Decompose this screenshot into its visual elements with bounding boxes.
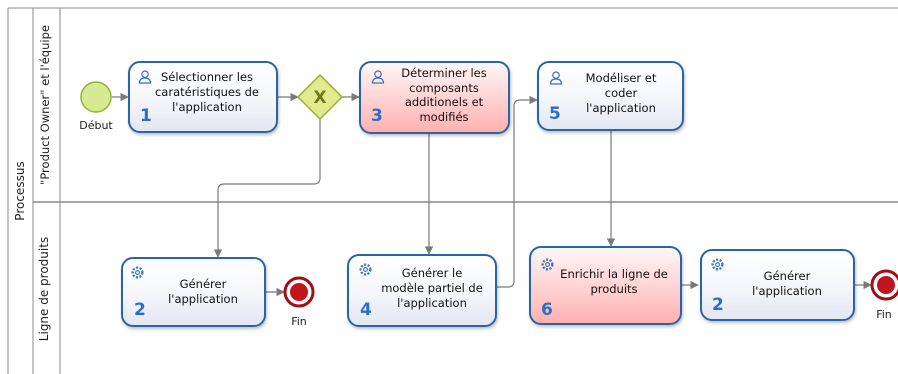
- task-number: 2: [712, 295, 724, 315]
- task-number: 2: [134, 300, 146, 320]
- task-generate-partial-model[interactable]: Générer le modèle partiel de l'applicati…: [347, 254, 497, 327]
- task-model-and-code[interactable]: Modéliser et coder l'application 5: [537, 61, 684, 131]
- task-enrich-product-line[interactable]: Enrichir la ligne de produits 6: [529, 246, 682, 325]
- task-label: Générer l'application: [752, 269, 822, 298]
- end-event-2-label: Fin: [876, 308, 892, 321]
- task-label: Générer le modèle partiel de l'applicati…: [381, 266, 483, 310]
- task-select-characteristics[interactable]: Sélectionner les caratéristiques de l'ap…: [128, 61, 278, 133]
- task-number: 6: [541, 300, 553, 320]
- user-icon: [549, 70, 563, 89]
- start-event-label: Début: [79, 119, 113, 132]
- task-number: 3: [371, 106, 383, 126]
- task-label: Modéliser et coder l'application: [585, 71, 657, 115]
- gear-icon: [358, 262, 373, 281]
- task-determine-components[interactable]: Déterminer les composants additionels et…: [359, 61, 510, 134]
- end-event-2[interactable]: [870, 269, 898, 301]
- end-event-1[interactable]: [283, 276, 315, 308]
- task-label: Sélectionner les caratéristiques de l'ap…: [154, 70, 260, 114]
- lane-label-product-owner: "Product Owner" et l'équipe: [38, 25, 52, 185]
- task-number: 5: [549, 104, 561, 124]
- flow-gateway-to-task2a: [213, 119, 321, 258]
- task-label: Déterminer les composants additionels et…: [401, 66, 487, 124]
- task-generate-application-2[interactable]: Générer l'application 2: [700, 249, 855, 321]
- end-event-1-label: Fin: [291, 315, 307, 328]
- user-icon: [371, 69, 385, 88]
- gear-icon: [710, 257, 725, 276]
- task-label: Générer l'application: [168, 277, 238, 306]
- task-number: 4: [360, 300, 372, 320]
- user-icon: [138, 69, 152, 88]
- task-number: 1: [140, 106, 152, 126]
- task-label: Enrichir la ligne de produits: [560, 267, 668, 296]
- task-generate-application-1[interactable]: Générer l'application 2: [121, 257, 266, 327]
- gateway-symbol: X: [313, 88, 326, 108]
- exclusive-gateway[interactable]: X: [296, 73, 344, 121]
- start-event[interactable]: [80, 81, 112, 113]
- gear-icon: [130, 265, 145, 284]
- flow-task4-to-task5: [497, 95, 538, 288]
- pool-label: Processus: [13, 161, 27, 221]
- gear-icon: [540, 257, 555, 276]
- lane-label-product-line: Ligne de produits: [37, 236, 51, 342]
